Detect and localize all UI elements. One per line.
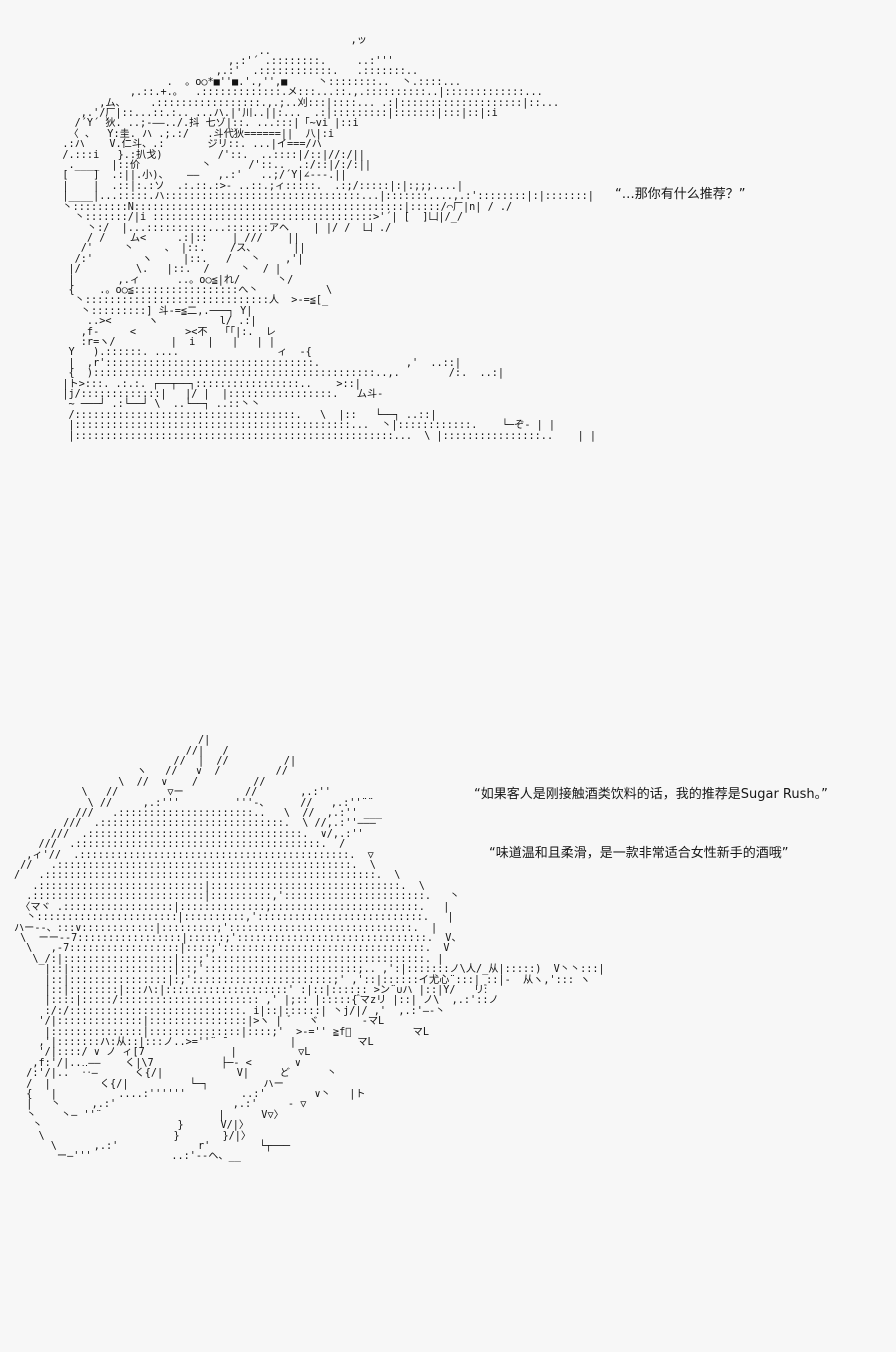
dialogue-line-bartender-description: “味道温和且柔滑，是一款非常适合女性新手的酒哦” bbox=[489, 846, 789, 861]
ascii-art-panel-seated-girl: ,ッ .. ,.:'´ .::::::::. ..:''' ,.:' .::::… bbox=[62, 35, 597, 442]
dialogue-line-customer-question: “…那你有什么推荐？” bbox=[615, 187, 746, 202]
ascii-art-panel-bartender-girl: /| //| / // | // /| ヽ // ∨ / // \ // ∨ /… bbox=[14, 735, 605, 1163]
dialogue-line-bartender-recommendation: “如果客人是刚接触酒类饮料的话，我的推荐是Sugar Rush。” bbox=[474, 787, 828, 802]
